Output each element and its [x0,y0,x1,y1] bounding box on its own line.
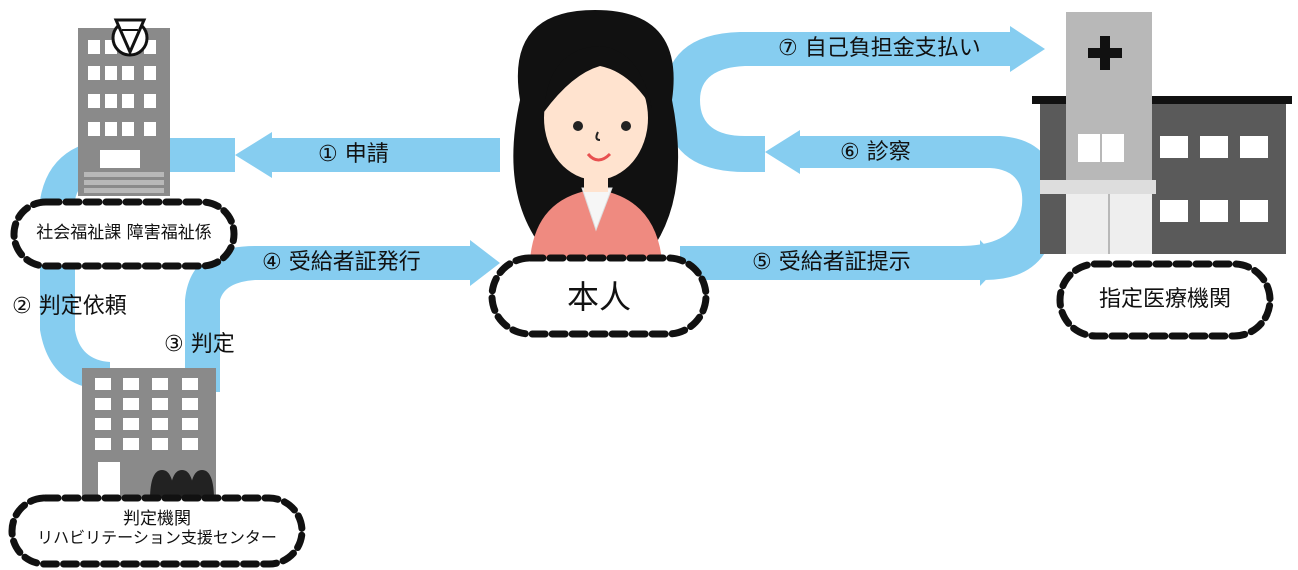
step2-label: ② 判定依頼 [12,294,127,319]
flow-step6-band [765,130,960,174]
step6-label: ⑥ 診察 [840,140,911,165]
flow-person-loop [664,32,765,172]
judging-name-line2: リハビリテーション支援センター [37,527,277,547]
flow-step3-band [185,246,255,392]
person-name: 本人 [566,278,631,316]
judging-name-line1: 判定機関 [123,509,191,529]
person-label: 本人 [492,278,706,316]
flow-step2-band [40,262,110,390]
flow-step5-band [680,240,1002,286]
hospital-icon [1032,12,1292,254]
hospital-name: 指定医療機関 [1098,287,1231,312]
office-label-bubble [10,198,238,270]
woman-icon [513,10,679,260]
hospital-label-bubble [1056,260,1274,340]
judging-label: 判定機関 リハビリテーション支援センター [12,510,302,546]
flow-step1-band [235,132,500,178]
city-office-building-icon [78,18,170,196]
step3-label: ③ 判定 [164,332,235,357]
office-building-icon [82,368,216,500]
flow-bands [40,26,1059,392]
city-emblem-icon [111,18,149,57]
step1-label: ① 申請 [318,142,389,167]
step7-label: ⑦ 自己負担金支払い [778,36,981,61]
step4-label: ④ 受給者証発行 [262,250,421,275]
judging-label-bubble [8,494,306,568]
shrub-icon [150,470,214,500]
medical-cross-icon [1088,36,1122,70]
step5-label: ⑤ 受給者証提示 [752,250,911,275]
hospital-label: 指定医療機関 [1060,287,1270,312]
person-label-bubble [488,254,710,338]
flow-hospital-loop [960,136,1059,280]
office-name: 社会福祉課 障害福祉係 [36,223,212,243]
flow-step4-band [255,240,500,286]
flow-step7-band [760,26,1045,72]
office-label: 社会福祉課 障害福祉係 [14,224,234,243]
